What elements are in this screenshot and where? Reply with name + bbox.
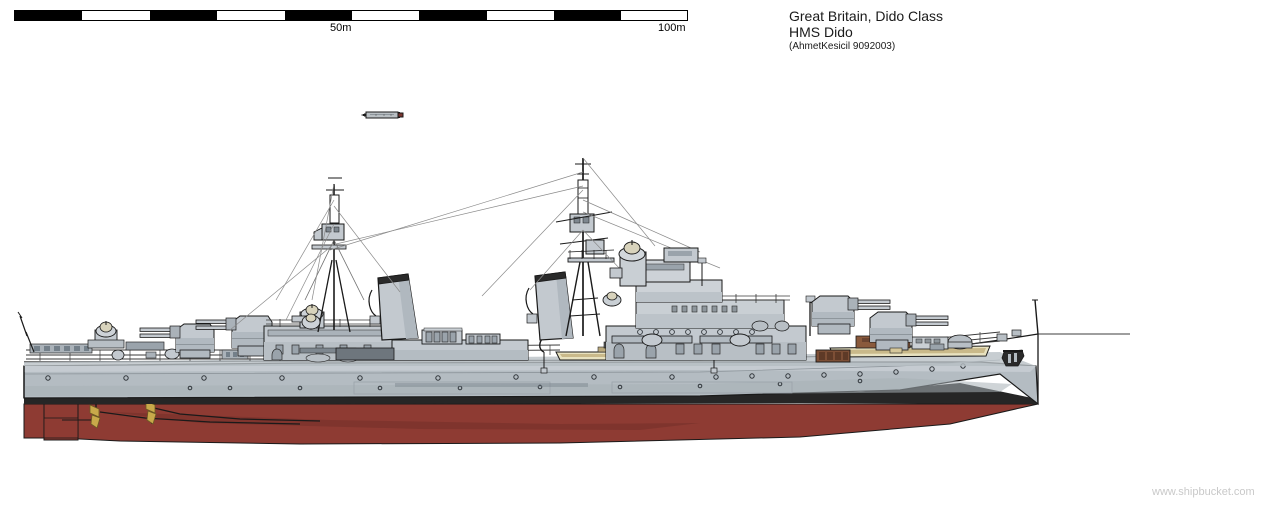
title-attribution: (AhmetKesicil 9092003)	[789, 41, 896, 52]
site-watermark: www.shipbucket.com	[1152, 486, 1255, 498]
bridge-superstructure	[602, 240, 851, 363]
fore-turret-b	[811, 295, 891, 335]
midships-deckhouse	[335, 327, 529, 361]
aft-turret-y	[139, 323, 215, 359]
forecastle-fittings	[889, 329, 1022, 354]
waterline-stripe	[24, 383, 1038, 404]
aft-mast	[285, 177, 365, 333]
fore-turret-a	[869, 311, 949, 351]
portholes	[45, 363, 966, 391]
scale-segment	[15, 11, 82, 20]
hull	[23, 359, 1039, 406]
title-ship-name: HMS Dido	[789, 24, 853, 40]
scale-segment	[285, 11, 352, 20]
title-block: Great Britain, Dido Class HMS Dido (Ahme…	[789, 8, 943, 53]
scale-segment	[419, 11, 487, 20]
ships-boat-detail-inset	[360, 107, 406, 119]
aft-turret-x	[195, 315, 273, 357]
fore-mast	[555, 158, 615, 337]
hull-plating-lines	[353, 381, 793, 395]
anchor-icon	[1001, 349, 1025, 367]
searchlight-platform-aft	[291, 313, 321, 330]
jackstaff	[1032, 299, 1039, 335]
torpedo-tubes	[611, 333, 773, 347]
scale-label-50m: 50m	[330, 22, 352, 34]
aft-funnel	[368, 273, 419, 341]
aft-rangefinder-tub	[87, 321, 165, 351]
scale-label-100m: 100m	[658, 22, 686, 34]
propeller	[89, 404, 101, 429]
underwater-hull	[23, 403, 1039, 445]
title-nation-class: Great Britain, Dido Class	[789, 8, 944, 24]
rigging	[229, 157, 721, 331]
scale-bar	[14, 10, 688, 21]
scale-segment	[150, 11, 217, 20]
scale-segment	[554, 11, 621, 20]
